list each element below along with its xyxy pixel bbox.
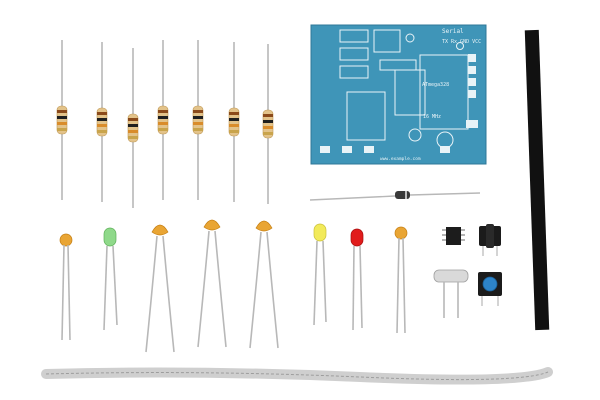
crystal: [433, 269, 469, 318]
pcb-label-footer: www.example.com: [380, 156, 421, 162]
led-yellow: [313, 223, 327, 326]
pcb-label-crystal: 16 MHz: [423, 114, 441, 120]
diode: [309, 191, 481, 201]
flat-braid-ribbon: [41, 367, 553, 385]
ic-chip: [442, 227, 465, 245]
pcb-label-pins: TX Rx GND VCC: [442, 39, 481, 45]
led-red: [350, 228, 364, 331]
led-green: [103, 227, 118, 331]
pcb-board: Serial TX Rx GND VCC ATmega328 16 MHz ww…: [310, 24, 487, 165]
push-button-blue: [478, 272, 502, 306]
pcb-header-pads: [468, 54, 476, 98]
pcb-label-title: Serial: [442, 28, 464, 35]
pcb-label-ic: ATmega328: [422, 82, 449, 88]
push-button-black: [479, 224, 501, 256]
pin-header-strip: [524, 29, 550, 331]
